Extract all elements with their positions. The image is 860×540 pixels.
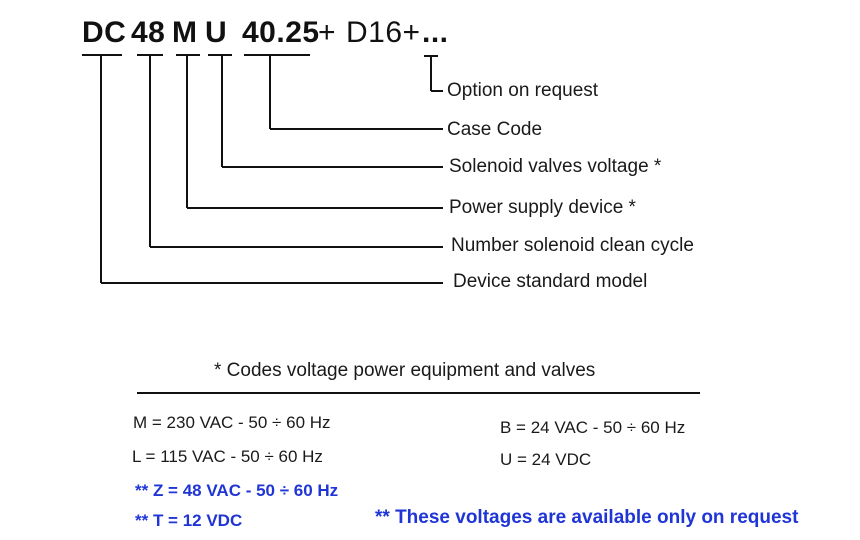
label-number-solenoid: Number solenoid clean cycle [451, 235, 694, 256]
code-segment-dc: DC [82, 16, 127, 49]
code-segment-case: 40.25 [242, 16, 320, 49]
label-power-supply: Power supply device * [449, 197, 636, 218]
code-segment-u: U [205, 16, 228, 49]
code-segment-d16: D16+ [346, 16, 421, 49]
code-segment-plus: + [318, 16, 337, 49]
label-standard-model: Device standard model [453, 271, 648, 292]
code-segment-m: M [172, 16, 198, 49]
voltage-row-u: U = 24 VDC [500, 450, 592, 469]
label-solenoid-voltage: Solenoid valves voltage * [449, 156, 662, 177]
voltage-row-b: B = 24 VAC - 50 ÷ 60 Hz [500, 418, 686, 437]
code-segment-dots: ... [422, 16, 449, 49]
voltage-row-t-request: ** T = 12 VDC [135, 511, 243, 530]
voltage-row-z-request: ** Z = 48 VAC - 50 ÷ 60 Hz [135, 481, 339, 500]
voltage-row-l: L = 115 VAC - 50 ÷ 60 Hz [132, 447, 323, 466]
on-request-note: ** These voltages are available only on … [375, 507, 799, 528]
voltage-table-title: * Codes voltage power equipment and valv… [214, 360, 596, 381]
voltage-row-m: M = 230 VAC - 50 ÷ 60 Hz [133, 413, 331, 432]
code-segment-48: 48 [131, 16, 166, 49]
label-option-on-request: Option on request [447, 80, 599, 101]
label-case-code: Case Code [447, 119, 543, 140]
